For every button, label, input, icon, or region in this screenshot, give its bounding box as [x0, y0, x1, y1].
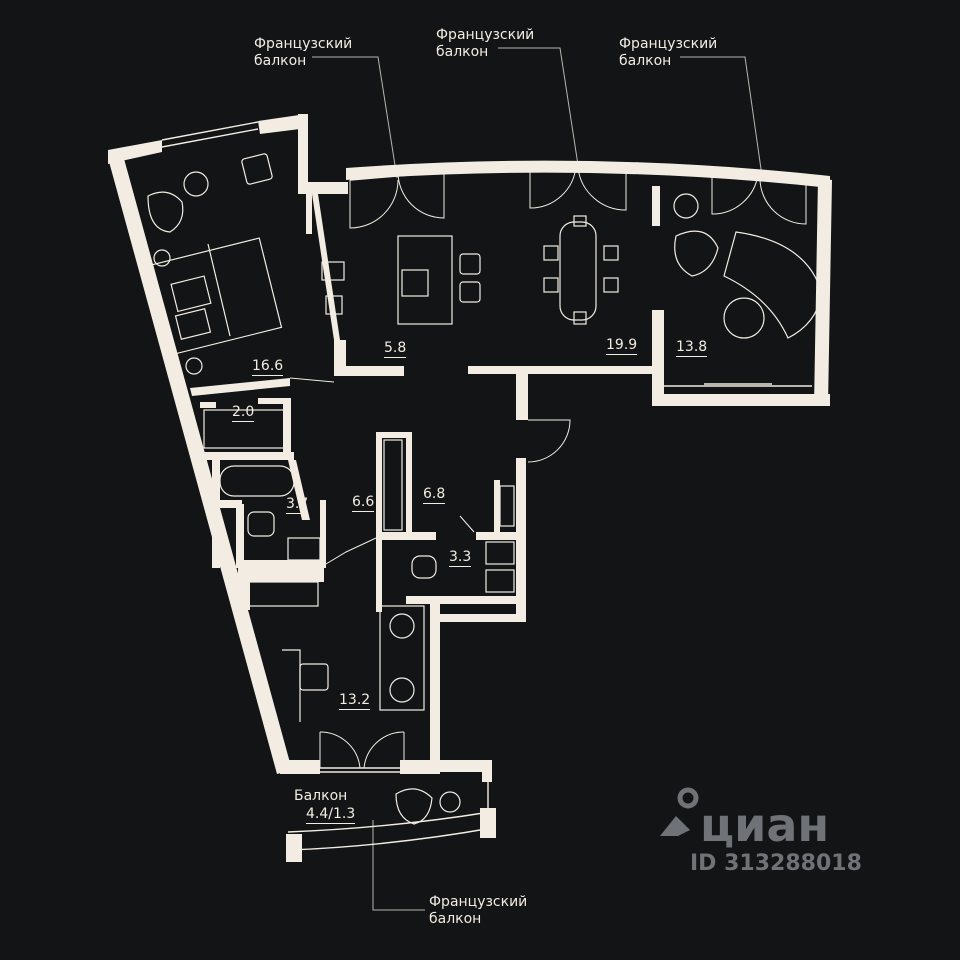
room-area-living: 19.9: [606, 337, 638, 355]
room-area-study: 13.8: [676, 339, 708, 357]
balcony: [286, 780, 496, 862]
label-line-1: Французский: [254, 36, 353, 52]
room-area-bedroom: 16.6: [252, 358, 284, 376]
room-area-corridor: 6.6: [352, 494, 375, 512]
room-area-closet: 6.8: [423, 486, 446, 504]
windows: [161, 121, 812, 773]
label-french-balcony-3: Французский балкон: [619, 36, 717, 70]
leader-lines: [312, 47, 763, 911]
label-line-2: балкон: [429, 911, 482, 927]
doors: [289, 165, 807, 769]
room-area-bath: 3.7: [286, 496, 309, 514]
outer-walls: [108, 114, 832, 782]
room-area-balcony: 4.4/1.3: [306, 806, 356, 824]
room-area-kitchen: 5.8: [384, 340, 407, 358]
room-area-wc: 3.3: [449, 549, 472, 567]
watermark-id: ID 313288018: [690, 851, 862, 876]
watermark-brand: циан: [700, 798, 830, 852]
label-line-1: Французский: [619, 36, 718, 52]
room-area-bedroom2: 13.2: [339, 692, 371, 710]
label-french-balcony-4: Французский балкон: [429, 894, 527, 928]
label-french-balcony-2: Французский балкон: [436, 27, 534, 61]
label-line-2: балкон: [436, 44, 489, 60]
label-line-1: Французский: [429, 894, 528, 910]
room-area-wardrobe: 2.0: [232, 404, 255, 422]
label-line-1: Французский: [436, 27, 535, 43]
cian-logo-icon: [660, 787, 699, 836]
furniture: [147, 153, 823, 825]
label-line-2: балкон: [254, 53, 307, 69]
label-line-2: балкон: [619, 53, 672, 69]
label-french-balcony-1: Французский балкон: [254, 36, 352, 70]
label-balcony: Балкон: [294, 788, 348, 804]
